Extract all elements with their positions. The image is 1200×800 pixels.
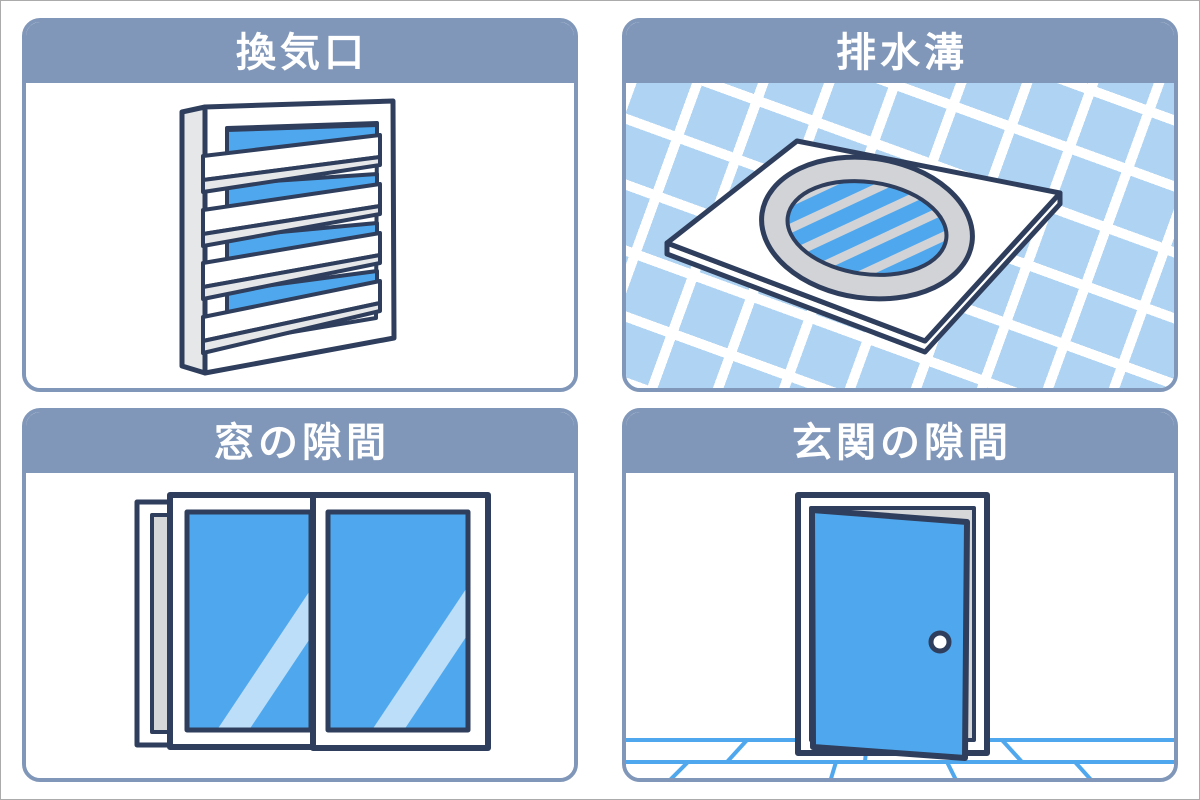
panel-door-body bbox=[626, 473, 1174, 778]
vent-slat-3 bbox=[201, 231, 382, 301]
open-door-illustration bbox=[626, 492, 1174, 778]
panel-vent: 換気口 bbox=[22, 18, 578, 392]
panel-door: 玄関の隙間 bbox=[622, 408, 1178, 782]
panel-drain-body bbox=[626, 83, 1174, 388]
window-right-sash bbox=[310, 492, 491, 751]
panel-door-header: 玄関の隙間 bbox=[626, 412, 1174, 473]
panel-vent-title: 換気口 bbox=[236, 30, 368, 75]
louvered-vent-illustration bbox=[179, 98, 397, 376]
panel-door-title: 玄関の隙間 bbox=[792, 420, 1012, 465]
floor-drain-illustration bbox=[664, 138, 1063, 355]
panel-drain-title: 排水溝 bbox=[836, 30, 968, 75]
panel-drain: 排水溝 bbox=[622, 18, 1178, 392]
panel-drain-header: 排水溝 bbox=[626, 22, 1174, 83]
vent-slat-4 bbox=[201, 279, 382, 355]
window-right-glass-shine bbox=[372, 586, 468, 730]
panel-window-header: 窓の隙間 bbox=[26, 412, 574, 473]
panel-window-title: 窓の隙間 bbox=[214, 420, 390, 465]
vent-slat-2 bbox=[201, 182, 382, 248]
door-knob bbox=[928, 630, 952, 654]
door-leaf bbox=[809, 507, 970, 761]
window-left-glass-shine bbox=[217, 589, 311, 730]
panel-vent-header: 換気口 bbox=[26, 22, 574, 83]
panel-window: 窓の隙間 bbox=[22, 408, 578, 782]
vent-slat-1 bbox=[201, 133, 382, 194]
panel-window-body bbox=[26, 473, 574, 778]
sliding-window-illustration bbox=[134, 492, 491, 751]
panel-vent-body bbox=[26, 83, 574, 388]
drain-grate bbox=[759, 154, 975, 302]
window-left-sash bbox=[167, 492, 316, 750]
